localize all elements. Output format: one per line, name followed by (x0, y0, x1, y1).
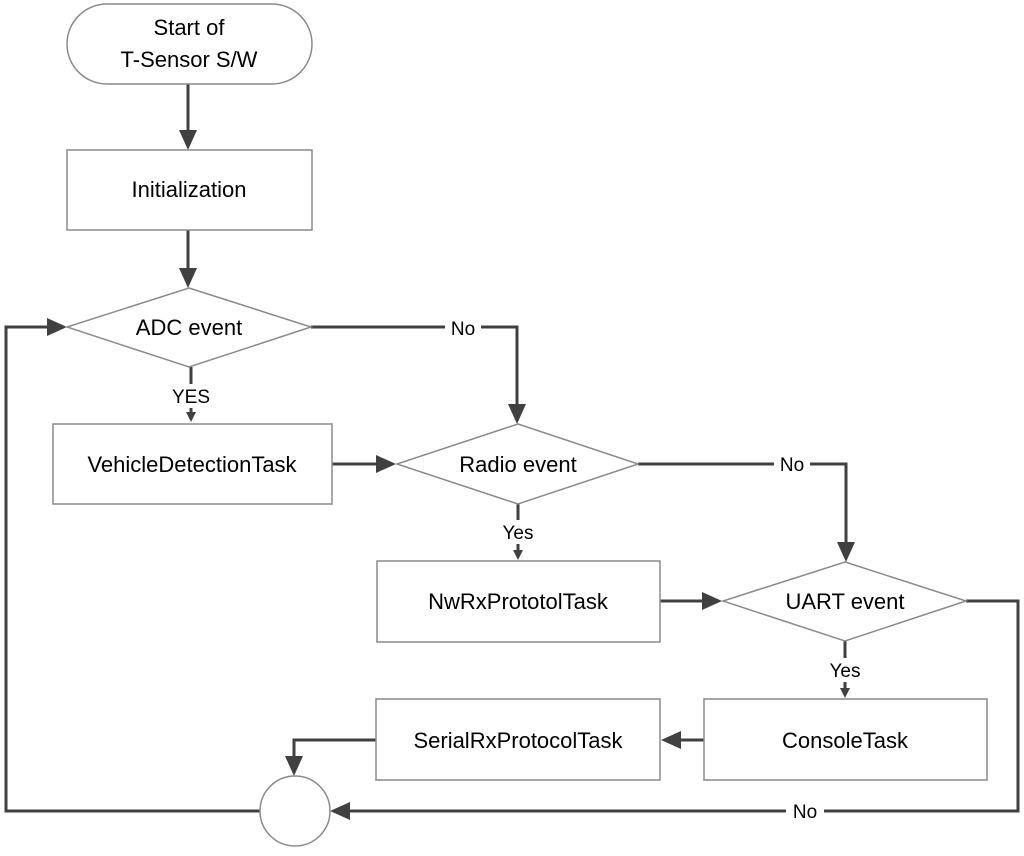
adc-event-label: ADC event (136, 315, 242, 340)
label-uart-no: No (793, 802, 817, 823)
edge-labels: No YES No Yes Yes No (168, 316, 865, 823)
node-serial-rx-task: SerialRxProtocolTask (375, 698, 661, 781)
arrowhead (837, 542, 855, 562)
arrowhead (179, 130, 197, 150)
label-adc-no: No (451, 319, 475, 340)
arrowhead (661, 731, 681, 749)
arrowhead (47, 318, 67, 336)
start-line2: T-Sensor S/W (121, 47, 258, 72)
label-uart-yes: Yes (830, 661, 861, 682)
edge-uart-no-to-merge (350, 599, 1020, 813)
console-label: ConsoleTask (782, 728, 909, 753)
uart-event-label: UART event (785, 589, 904, 614)
arrowhead (840, 688, 850, 698)
label-radio-yes: Yes (503, 523, 534, 544)
edge-radio-no-to-uart (638, 462, 848, 542)
arrowhead (508, 404, 526, 424)
nwrx-label: NwRxPrototolTask (428, 589, 609, 614)
edge-adc-no-to-radio (311, 325, 519, 404)
label-radio-no: No (780, 455, 804, 476)
edge-serial-to-merge (292, 738, 376, 756)
arrowhead (330, 802, 350, 820)
label-adc-yes: YES (172, 387, 210, 408)
node-console-task: ConsoleTask (703, 698, 988, 781)
decision-adc-event: ADC event (64, 287, 314, 368)
initialization-label: Initialization (132, 177, 247, 202)
node-nwrx-task: NwRxPrototolTask (376, 560, 661, 643)
node-initialization: Initialization (66, 149, 313, 231)
edge-merge-loop-to-adc (4, 325, 260, 813)
start-line1: Start of (154, 15, 226, 40)
arrowhead (186, 412, 196, 422)
arrowhead (376, 455, 396, 473)
radio-event-label: Radio event (459, 452, 576, 477)
vehicle-detection-label: VehicleDetectionTask (87, 452, 297, 477)
node-vehicle-detection-task: VehicleDetectionTask (52, 423, 333, 505)
node-start: Start of T-Sensor S/W (66, 3, 313, 85)
arrowhead (702, 592, 722, 610)
decision-uart-event: UART event (720, 561, 969, 642)
decision-radio-event: Radio event (394, 423, 641, 505)
serial-rx-label: SerialRxProtocolTask (413, 728, 623, 753)
arrowhead (179, 268, 197, 288)
merge-connector (259, 775, 331, 847)
arrowhead (285, 756, 303, 776)
arrowhead (513, 550, 523, 560)
